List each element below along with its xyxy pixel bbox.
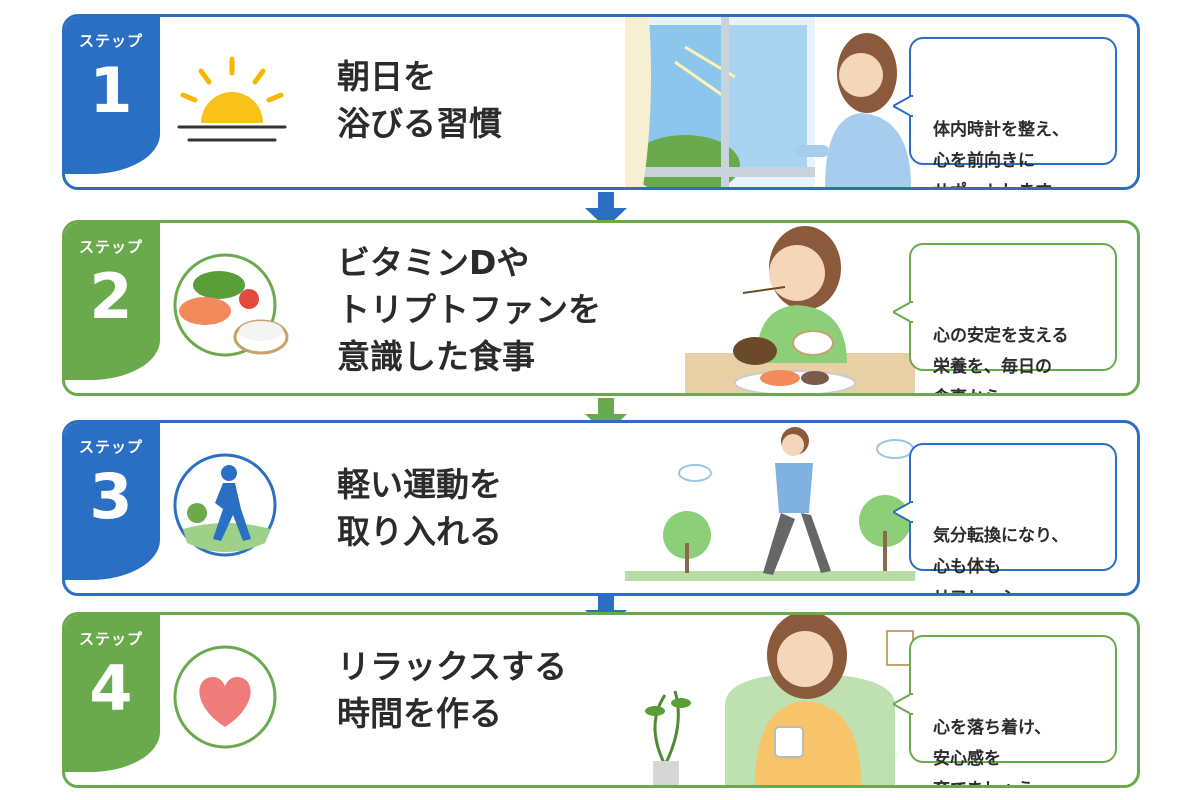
step-badge-1: ステップ 1 <box>65 17 160 174</box>
speech-bubble-1: 体内時計を整え、 心を前向きに サポートします。 <box>893 37 1117 187</box>
sunrise-icon <box>177 56 287 142</box>
step-number: 4 <box>89 652 133 725</box>
down-arrow-icon <box>585 398 627 434</box>
step-number: 3 <box>89 460 133 533</box>
step-title-4: リラックスする 時間を作る <box>337 647 568 733</box>
step-number: 1 <box>89 54 133 127</box>
step-title-2: ビタミンDや トリプトファンを 意識した食事 <box>337 243 601 376</box>
woman-at-window-illustration <box>625 17 911 187</box>
step-badge-2: ステップ 2 <box>65 223 160 380</box>
bubble-text: 心の安定を支える 栄養を、毎日の 食事から。 <box>933 326 1069 393</box>
step-card-2: ステップ 2 ビタミンDや トリプトファンを 意識した食事 心の安定を支える 栄… <box>62 220 1140 396</box>
step-title-3: 軽い運動を 取り入れる <box>337 465 502 551</box>
bubble-tail <box>893 693 913 715</box>
step-label: ステップ <box>78 438 143 456</box>
down-arrow-icon <box>585 192 627 228</box>
bubble-text: 体内時計を整え、 心を前向きに サポートします。 <box>933 120 1069 187</box>
heart-icon <box>173 645 277 749</box>
woman-eating-illustration <box>685 226 915 393</box>
bubble-tail <box>893 501 913 523</box>
walking-person-icon <box>173 453 277 557</box>
step-label: ステップ <box>78 32 143 50</box>
step-title-1: 朝日を 浴びる習慣 <box>337 57 502 143</box>
speech-bubble-4: 心を落ち着け、 安心感を 育てましょう。 <box>893 635 1117 785</box>
speech-bubble-2: 心の安定を支える 栄養を、毎日の 食事から。 <box>893 243 1117 393</box>
step-label: ステップ <box>78 630 143 648</box>
bubble-text: 気分転換になり、 心も体も リフレッシュ。 <box>933 526 1069 593</box>
step-label: ステップ <box>78 238 143 256</box>
step-card-1: ステップ 1 朝日を 浴びる習慣 体内時計を整え、 心を前向きに サポートします… <box>62 14 1140 190</box>
woman-jogging-illustration <box>625 427 915 581</box>
woman-relaxing-illustration <box>645 615 914 785</box>
step-badge-3: ステップ 3 <box>65 423 160 580</box>
speech-bubble-3: 気分転換になり、 心も体も リフレッシュ。 <box>893 443 1117 593</box>
bubble-text: 心を落ち着け、 安心感を 育てましょう。 <box>933 718 1052 785</box>
step-card-3: ステップ 3 軽い運動を 取り入れる 気分転換になり、 心も体も リフレッシュ。 <box>62 420 1140 596</box>
bubble-tail <box>893 301 913 323</box>
step-number: 2 <box>89 260 133 333</box>
bubble-tail <box>893 95 913 117</box>
step-badge-4: ステップ 4 <box>65 615 160 772</box>
meal-icon <box>173 253 289 357</box>
step-card-4: ステップ 4 リラックスする 時間を作る 心を落ち着け、 安心感を 育てましょう… <box>62 612 1140 788</box>
